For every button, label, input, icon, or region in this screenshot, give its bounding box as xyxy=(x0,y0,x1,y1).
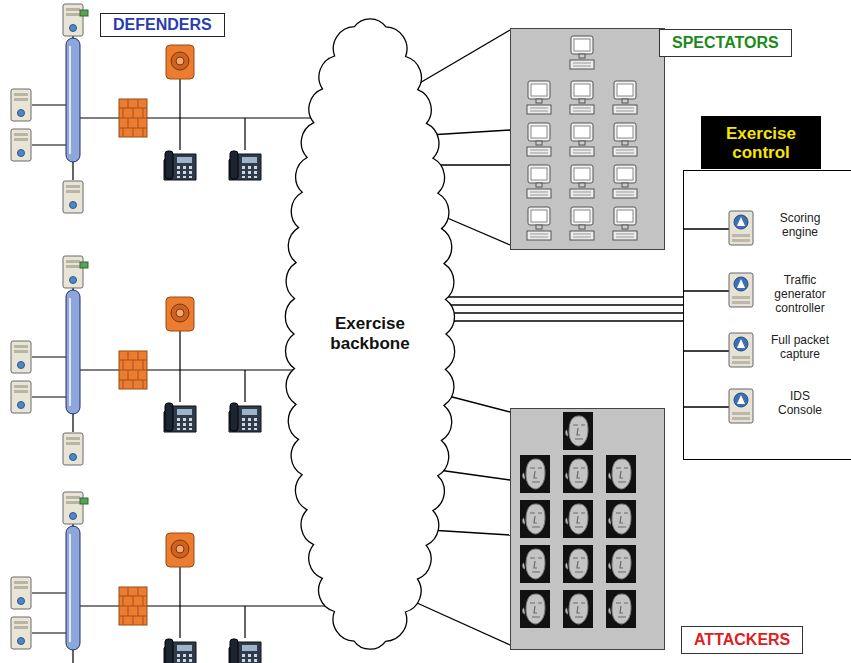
network-link xyxy=(429,530,510,535)
control-header: Exercise control xyxy=(701,116,821,169)
server-node: Full packet capture xyxy=(729,333,833,369)
group-label: ATTACKERS xyxy=(681,626,803,654)
group-panel: ATTACKERS xyxy=(510,408,665,650)
network-link xyxy=(446,320,683,321)
server-node: Scoring engine xyxy=(729,211,833,247)
group-label: SPECTATORS xyxy=(659,29,792,57)
network-link xyxy=(439,470,510,480)
network-link xyxy=(446,312,683,313)
server-label: Scoring engine xyxy=(767,211,833,239)
control-bracket: Exercise controlScoring engineTraffic ge… xyxy=(683,170,851,460)
team-label: DEFENDERS xyxy=(113,16,212,34)
network-link xyxy=(429,130,510,135)
network-link xyxy=(683,406,729,407)
group-panel: SPECTATORS xyxy=(510,28,665,250)
backbone-cloud: Exercise backbone xyxy=(282,8,458,660)
team-label-box: DEFENDERS xyxy=(100,13,225,37)
network-link xyxy=(446,304,683,305)
server-label: IDS Console xyxy=(767,389,833,417)
network-link xyxy=(683,290,729,291)
network-link xyxy=(410,600,510,645)
network-link xyxy=(445,395,510,412)
network-link xyxy=(683,350,729,351)
network-link xyxy=(416,30,510,85)
network-link xyxy=(434,164,510,165)
network-link xyxy=(445,296,683,297)
server-node: IDS Console xyxy=(729,389,833,425)
network-link xyxy=(683,228,729,229)
server-node: Traffic generator controller xyxy=(729,273,833,315)
cloud-shape xyxy=(285,19,454,649)
cloud-label: Exercise backbone xyxy=(320,314,420,354)
server-label: Full packet capture xyxy=(767,333,833,361)
server-label: Traffic generator controller xyxy=(767,273,833,315)
